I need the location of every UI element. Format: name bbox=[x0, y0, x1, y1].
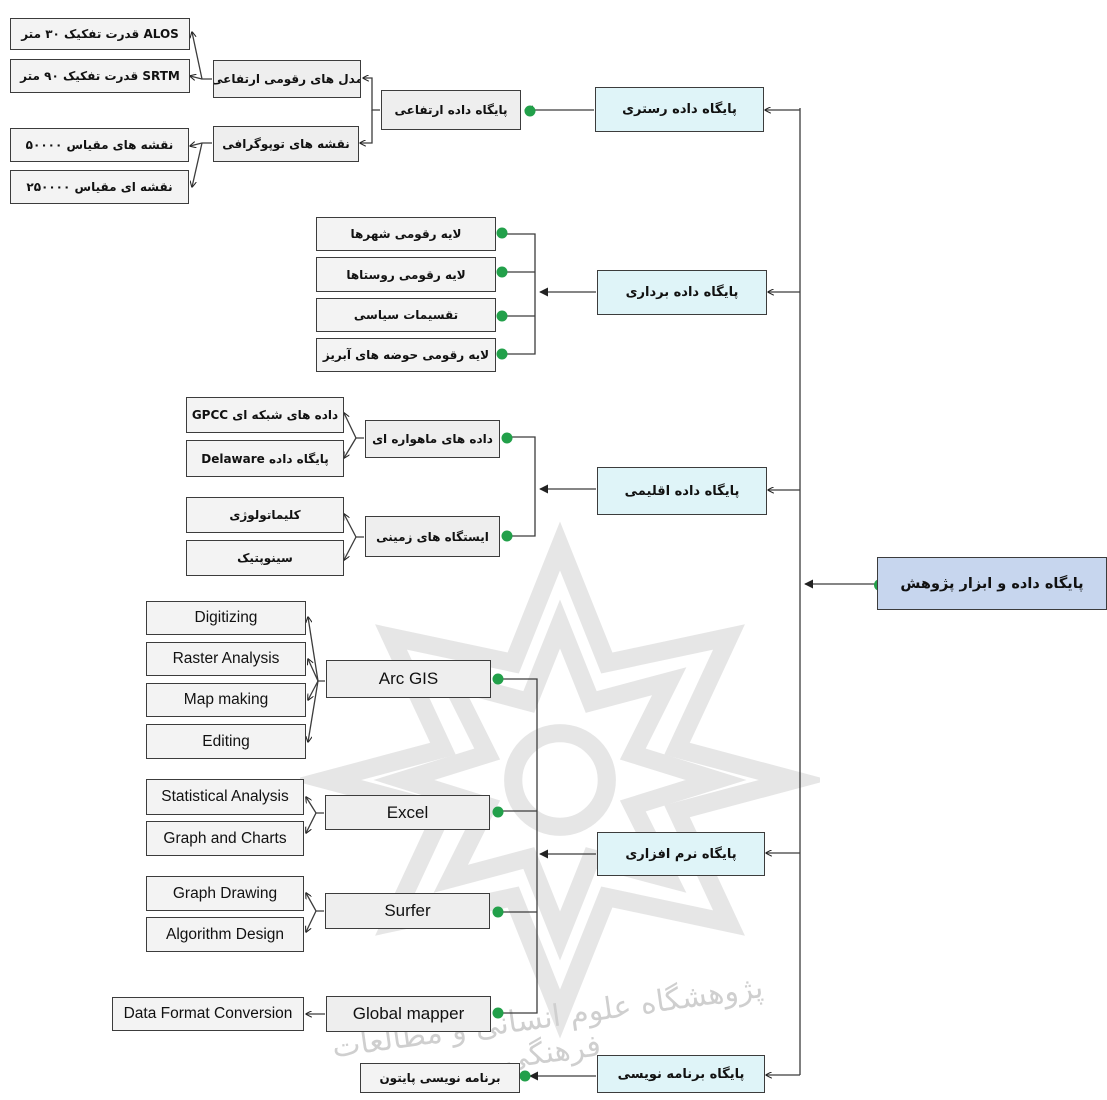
villages-layer-node: لایه رقومی روستاها bbox=[316, 257, 496, 292]
graph-and-charts-node: Graph and Charts bbox=[146, 821, 304, 856]
python-programming-node: برنامه نویسی پایتون bbox=[360, 1063, 520, 1093]
srtm-node: SRTM قدرت تفکیک ۹۰ متر bbox=[10, 59, 190, 93]
topographic-maps-node: نقشه های توپوگرافی bbox=[213, 126, 359, 162]
delaware-node: پایگاه داده Delaware bbox=[186, 440, 344, 477]
root-node: پایگاه داده و ابزار پژوهش bbox=[877, 557, 1107, 610]
climatology-node: کلیماتولوژی bbox=[186, 497, 344, 533]
basins-layer-node: لایه رقومی حوضه های آبریز bbox=[316, 338, 496, 372]
map-making-node: Map making bbox=[146, 683, 306, 717]
global-mapper-node: Global mapper bbox=[326, 996, 491, 1032]
gpcc-node: داده های شبکه ای GPCC bbox=[186, 397, 344, 433]
programming-database-node: پایگاه برنامه نویسی bbox=[597, 1055, 765, 1093]
watermark-rosette-icon bbox=[300, 521, 820, 1039]
graph-drawing-node: Graph Drawing bbox=[146, 876, 304, 911]
excel-node: Excel bbox=[325, 795, 490, 830]
vector-database-node: پایگاه داده برداری bbox=[597, 270, 767, 315]
dem-node: مدل های رقومی ارتفاعی bbox=[213, 60, 361, 98]
algorithm-design-node: Algorithm Design bbox=[146, 917, 304, 952]
raster-analysis-node: Raster Analysis bbox=[146, 642, 306, 676]
software-database-node: پایگاه نرم افزاری bbox=[597, 832, 765, 876]
arcgis-node: Arc GIS bbox=[326, 660, 491, 698]
editing-node: Editing bbox=[146, 724, 306, 759]
statistical-analysis-node: Statistical Analysis bbox=[146, 779, 304, 815]
alos-node: ALOS قدرت تفکیک ۳۰ متر bbox=[10, 18, 190, 50]
data-format-conversion-node: Data Format Conversion bbox=[112, 997, 304, 1031]
map-250k-node: نقشه ای مقیاس ۲۵۰۰۰۰ bbox=[10, 170, 189, 204]
surfer-node: Surfer bbox=[325, 893, 490, 929]
political-divisions-node: تقسیمات سیاسی bbox=[316, 298, 496, 332]
elevation-database-node: پایگاه داده ارتفاعی bbox=[381, 90, 521, 130]
synoptic-node: سینوپتیک bbox=[186, 540, 344, 576]
ground-stations-node: ایستگاه های زمینی bbox=[365, 516, 500, 557]
digitizing-node: Digitizing bbox=[146, 601, 306, 635]
climate-database-node: پایگاه داده اقلیمی bbox=[597, 467, 767, 515]
map-50k-node: نقشه های مقیاس ۵۰۰۰۰ bbox=[10, 128, 189, 162]
raster-database-node: پایگاه داده رستری bbox=[595, 87, 764, 132]
cities-layer-node: لایه رقومی شهرها bbox=[316, 217, 496, 251]
satellite-data-node: داده های ماهواره ای bbox=[365, 420, 500, 458]
